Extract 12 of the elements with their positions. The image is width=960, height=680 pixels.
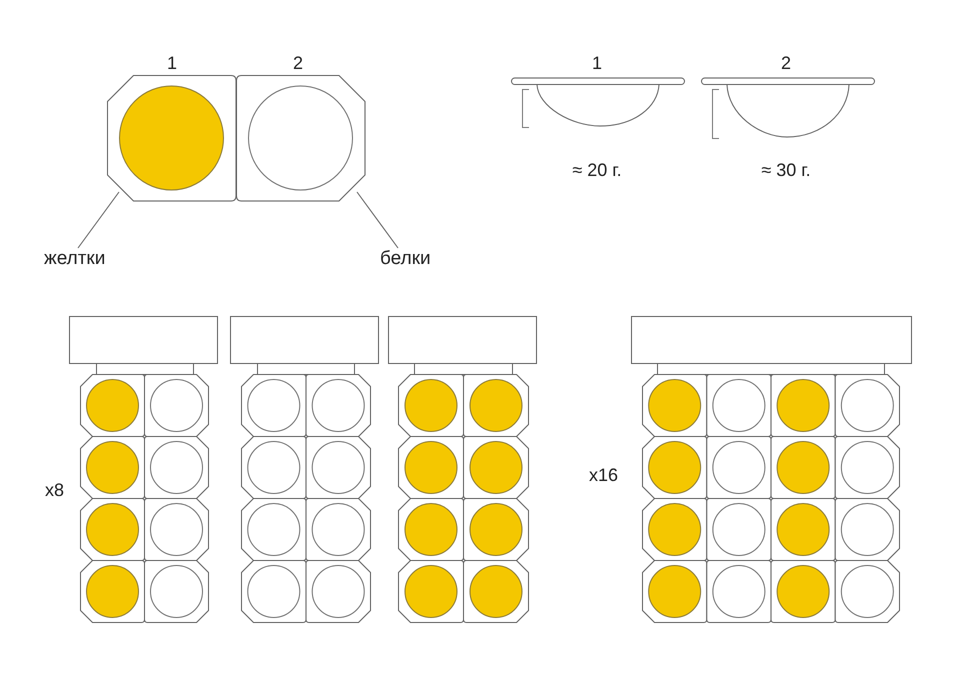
quantity-label: x8 [45,479,64,501]
cup-number: 1 [167,52,177,74]
leader-line [356,192,398,248]
part-label: белки [380,248,431,270]
ladle-number: 1 [592,52,602,74]
part-label: желтки [44,248,106,270]
ladle-number: 2 [781,52,791,74]
weight-label: ≈ 30 г. [761,159,811,181]
quantity-label: x16 [589,464,618,486]
cup-number: 2 [293,52,303,74]
leader-line [78,192,120,248]
weight-label: ≈ 20 г. [572,159,622,181]
